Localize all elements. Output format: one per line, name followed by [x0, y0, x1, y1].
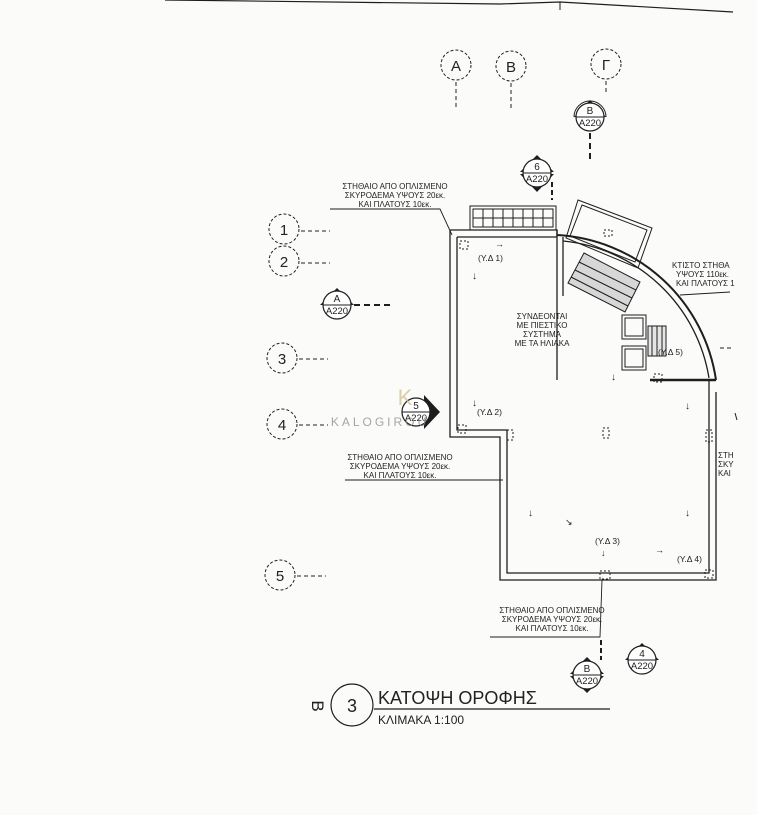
svg-text:→: → — [655, 545, 664, 555]
svg-text:ΣΤΗΘΑΙΟ ΑΠΟ ΟΠΛΙΣΜΕΝΟ: ΣΤΗΘΑΙΟ ΑΠΟ ΟΠΛΙΣΜΕΝΟ — [499, 606, 604, 615]
section-letter: 5 — [413, 401, 419, 412]
svg-text:ΣΤΗΘΑΙΟ ΑΠΟ ΟΠΛΙΣΜΕΝΟ: ΣΤΗΘΑΙΟ ΑΠΟ ΟΠΛΙΣΜΕΝΟ — [347, 453, 452, 462]
sheet-border-top — [164, 0, 734, 13]
svg-text:ΜΕ ΠΙΕΣΤΙΚΟ: ΜΕ ΠΙΕΣΤΙΚΟ — [517, 321, 568, 330]
grid-column-label: Β — [506, 59, 516, 76]
section-ref: Α220 — [326, 306, 348, 317]
watermark-text: KALOGIROU — [331, 415, 429, 429]
section-mark-5: 5 Α220 — [401, 395, 440, 429]
water-tank — [469, 205, 557, 231]
grid-row-label: 2 — [280, 254, 288, 271]
section-ref: Α220 — [631, 661, 653, 672]
grid-row-label: 1 — [280, 222, 288, 239]
drain-markers — [457, 229, 714, 580]
section-ref: Α220 — [526, 174, 548, 185]
svg-text:↓: ↓ — [601, 548, 606, 558]
section-letter: Β — [584, 664, 591, 675]
svg-text:ΚΤΙΣΤΟ ΣΤΗΘΑ: ΚΤΙΣΤΟ ΣΤΗΘΑ — [672, 261, 730, 270]
svg-text:ΣΤΗΘΑΙΟ ΑΠΟ ΟΠΛΙΣΜΕΝΟ: ΣΤΗΘΑΙΟ ΑΠΟ ΟΠΛΙΣΜΕΝΟ — [342, 182, 447, 191]
svg-text:→: → — [495, 239, 504, 249]
svg-text:↓: ↓ — [685, 508, 690, 519]
note-right-edge: ΣΤΗ ΣΚΥ ΚΑΙ — [718, 451, 734, 478]
svg-text:ΜΕ ΤΑ ΗΛΙΑΚΑ: ΜΕ ΤΑ ΗΛΙΑΚΑ — [515, 339, 571, 348]
grid-row-5: 5 — [264, 559, 326, 591]
section-mark-6: 6 Α220 — [520, 155, 554, 200]
drain-label-5: (Υ.Δ 5) — [658, 347, 683, 357]
svg-text:ΚΑΙ ΠΛΑΤΟΥΣ 10εκ.: ΚΑΙ ΠΛΑΤΟΥΣ 10εκ. — [359, 200, 432, 209]
svg-text:↓: ↓ — [472, 398, 477, 409]
svg-text:ΚΑΙ ΠΛΑΤΟΥΣ 10εκ.: ΚΑΙ ΠΛΑΤΟΥΣ 10εκ. — [364, 471, 437, 480]
note-parapet-bottom: ΣΤΗΘΑΙΟ ΑΠΟ ΟΠΛΙΣΜΕΝΟ ΣΚΥΡΟΔΕΜΑ ΥΨΟΥΣ 20… — [499, 606, 604, 633]
section-letter: 4 — [639, 649, 645, 660]
drawing-scale: ΚΛΙΜΑΚΑ 1:100 — [378, 713, 464, 727]
grid-row-label: 4 — [278, 417, 286, 434]
grid-column-g: Γ — [590, 48, 622, 95]
svg-text:ΣΥΣΤΗΜΑ: ΣΥΣΤΗΜΑ — [523, 330, 562, 339]
title-number-circle — [330, 683, 374, 727]
svg-text:ΥΨΟΥΣ 110εκ.: ΥΨΟΥΣ 110εκ. — [676, 270, 729, 279]
grid-column-b: Β — [495, 50, 527, 111]
drain-label-1: (Υ.Δ 1) — [478, 253, 503, 263]
svg-text:ΣΤΗ: ΣΤΗ — [718, 451, 734, 460]
svg-text:ΚΑΙ ΠΛΑΤΟΥΣ 10εκ.: ΚΑΙ ΠΛΑΤΟΥΣ 10εκ. — [516, 624, 589, 633]
svg-text:ΣΚΥ: ΣΚΥ — [718, 460, 734, 469]
section-mark-a-left: Α Α220 — [320, 288, 390, 320]
grid-row-2: 2 — [268, 245, 330, 277]
watermark-logo: K KALOGIROU — [331, 385, 429, 429]
slope-arrows: ↓ ↓ → ↓ ↓ ↓ ↓ ↘ → ↓ — [472, 239, 690, 558]
svg-text:ΚΑΙ ΠΛΑΤΟΥΣ 1: ΚΑΙ ΠΛΑΤΟΥΣ 1 — [676, 279, 735, 288]
grid-column-label: Α — [451, 58, 461, 75]
note-brick-wall: ΚΤΙΣΤΟ ΣΤΗΘΑ ΥΨΟΥΣ 110εκ. ΚΑΙ ΠΛΑΤΟΥΣ 1 — [672, 261, 735, 288]
svg-text:ΣΚΥΡΟΔΕΜΑ ΥΨΟΥΣ 20εκ.: ΣΚΥΡΟΔΕΜΑ ΥΨΟΥΣ 20εκ. — [350, 462, 451, 471]
svg-text:↘: ↘ — [565, 517, 573, 527]
leader-lines — [330, 208, 731, 638]
section-mark-4-bottom: 4 Α220 — [625, 643, 659, 675]
svg-text:ΣΥΝΔΕΟΝΤΑΙ: ΣΥΝΔΕΟΝΤΑΙ — [517, 312, 568, 321]
solar-panel — [565, 199, 653, 269]
right-edge-tick — [734, 412, 738, 421]
svg-text:ΣΚΥΡΟΔΕΜΑ ΥΨΟΥΣ 20εκ.: ΣΚΥΡΟΔΕΜΑ ΥΨΟΥΣ 20εκ. — [345, 191, 446, 200]
grid-column-label: Γ — [602, 57, 610, 74]
section-mark-b-bottom: Β Α220 — [570, 640, 604, 693]
section-letter: 6 — [534, 162, 540, 173]
svg-text:ΣΚΥΡΟΔΕΜΑ ΥΨΟΥΣ 20εκ.: ΣΚΥΡΟΔΕΜΑ ΥΨΟΥΣ 20εκ. — [502, 615, 603, 624]
svg-text:↓: ↓ — [685, 401, 690, 412]
note-parapet-left: ΣΤΗΘΑΙΟ ΑΠΟ ΟΠΛΙΣΜΕΝΟ ΣΚΥΡΟΔΕΜΑ ΥΨΟΥΣ 20… — [347, 453, 452, 480]
grid-row-1: 1 — [268, 213, 330, 245]
svg-text:↓: ↓ — [528, 508, 533, 519]
svg-text:↓: ↓ — [472, 271, 477, 282]
grid-column-a: Α — [440, 49, 472, 110]
watermark-k-icon: K — [398, 385, 413, 410]
section-letter: Α — [334, 294, 341, 305]
title-number: 3 — [347, 696, 357, 716]
drawing-title: ΚΑΤΟΨΗ ΟΡΟΦΗΣ — [378, 688, 537, 708]
drain-label-2: (Υ.Δ 2) — [477, 407, 502, 417]
section-letter: Β — [587, 106, 594, 117]
note-solar-system: ΣΥΝΔΕΟΝΤΑΙ ΜΕ ΠΙΕΣΤΙΚΟ ΣΥΣΤΗΜΑ ΜΕ ΤΑ ΗΛΙ… — [515, 312, 571, 348]
title-side-letter: Β — [308, 700, 327, 711]
solar-tank — [567, 252, 641, 313]
note-parapet-top: ΣΤΗΘΑΙΟ ΑΠΟ ΟΠΛΙΣΜΕΝΟ ΣΚΥΡΟΔΕΜΑ ΥΨΟΥΣ 20… — [342, 182, 447, 209]
svg-text:↓: ↓ — [611, 372, 616, 383]
grid-row-3: 3 — [266, 342, 328, 374]
section-mark-b-top: Β Α220 — [573, 100, 607, 160]
grid-row-label: 3 — [278, 351, 286, 368]
svg-text:ΚΑΙ: ΚΑΙ — [718, 469, 731, 478]
drain-label-4: (Υ.Δ 4) — [677, 554, 702, 564]
drain-label-3: (Υ.Δ 3) — [595, 536, 620, 546]
title-block: Β 3 ΚΑΤΟΨΗ ΟΡΟΦΗΣ ΚΛΙΜΑΚΑ 1:100 — [308, 683, 610, 727]
grid-row-4: 4 — [266, 408, 328, 440]
pressure-units — [621, 314, 667, 371]
section-ref: Α220 — [405, 413, 427, 424]
grid-row-label: 5 — [276, 568, 284, 585]
section-ref: Α220 — [576, 676, 598, 687]
section-ref: Α220 — [579, 118, 601, 129]
